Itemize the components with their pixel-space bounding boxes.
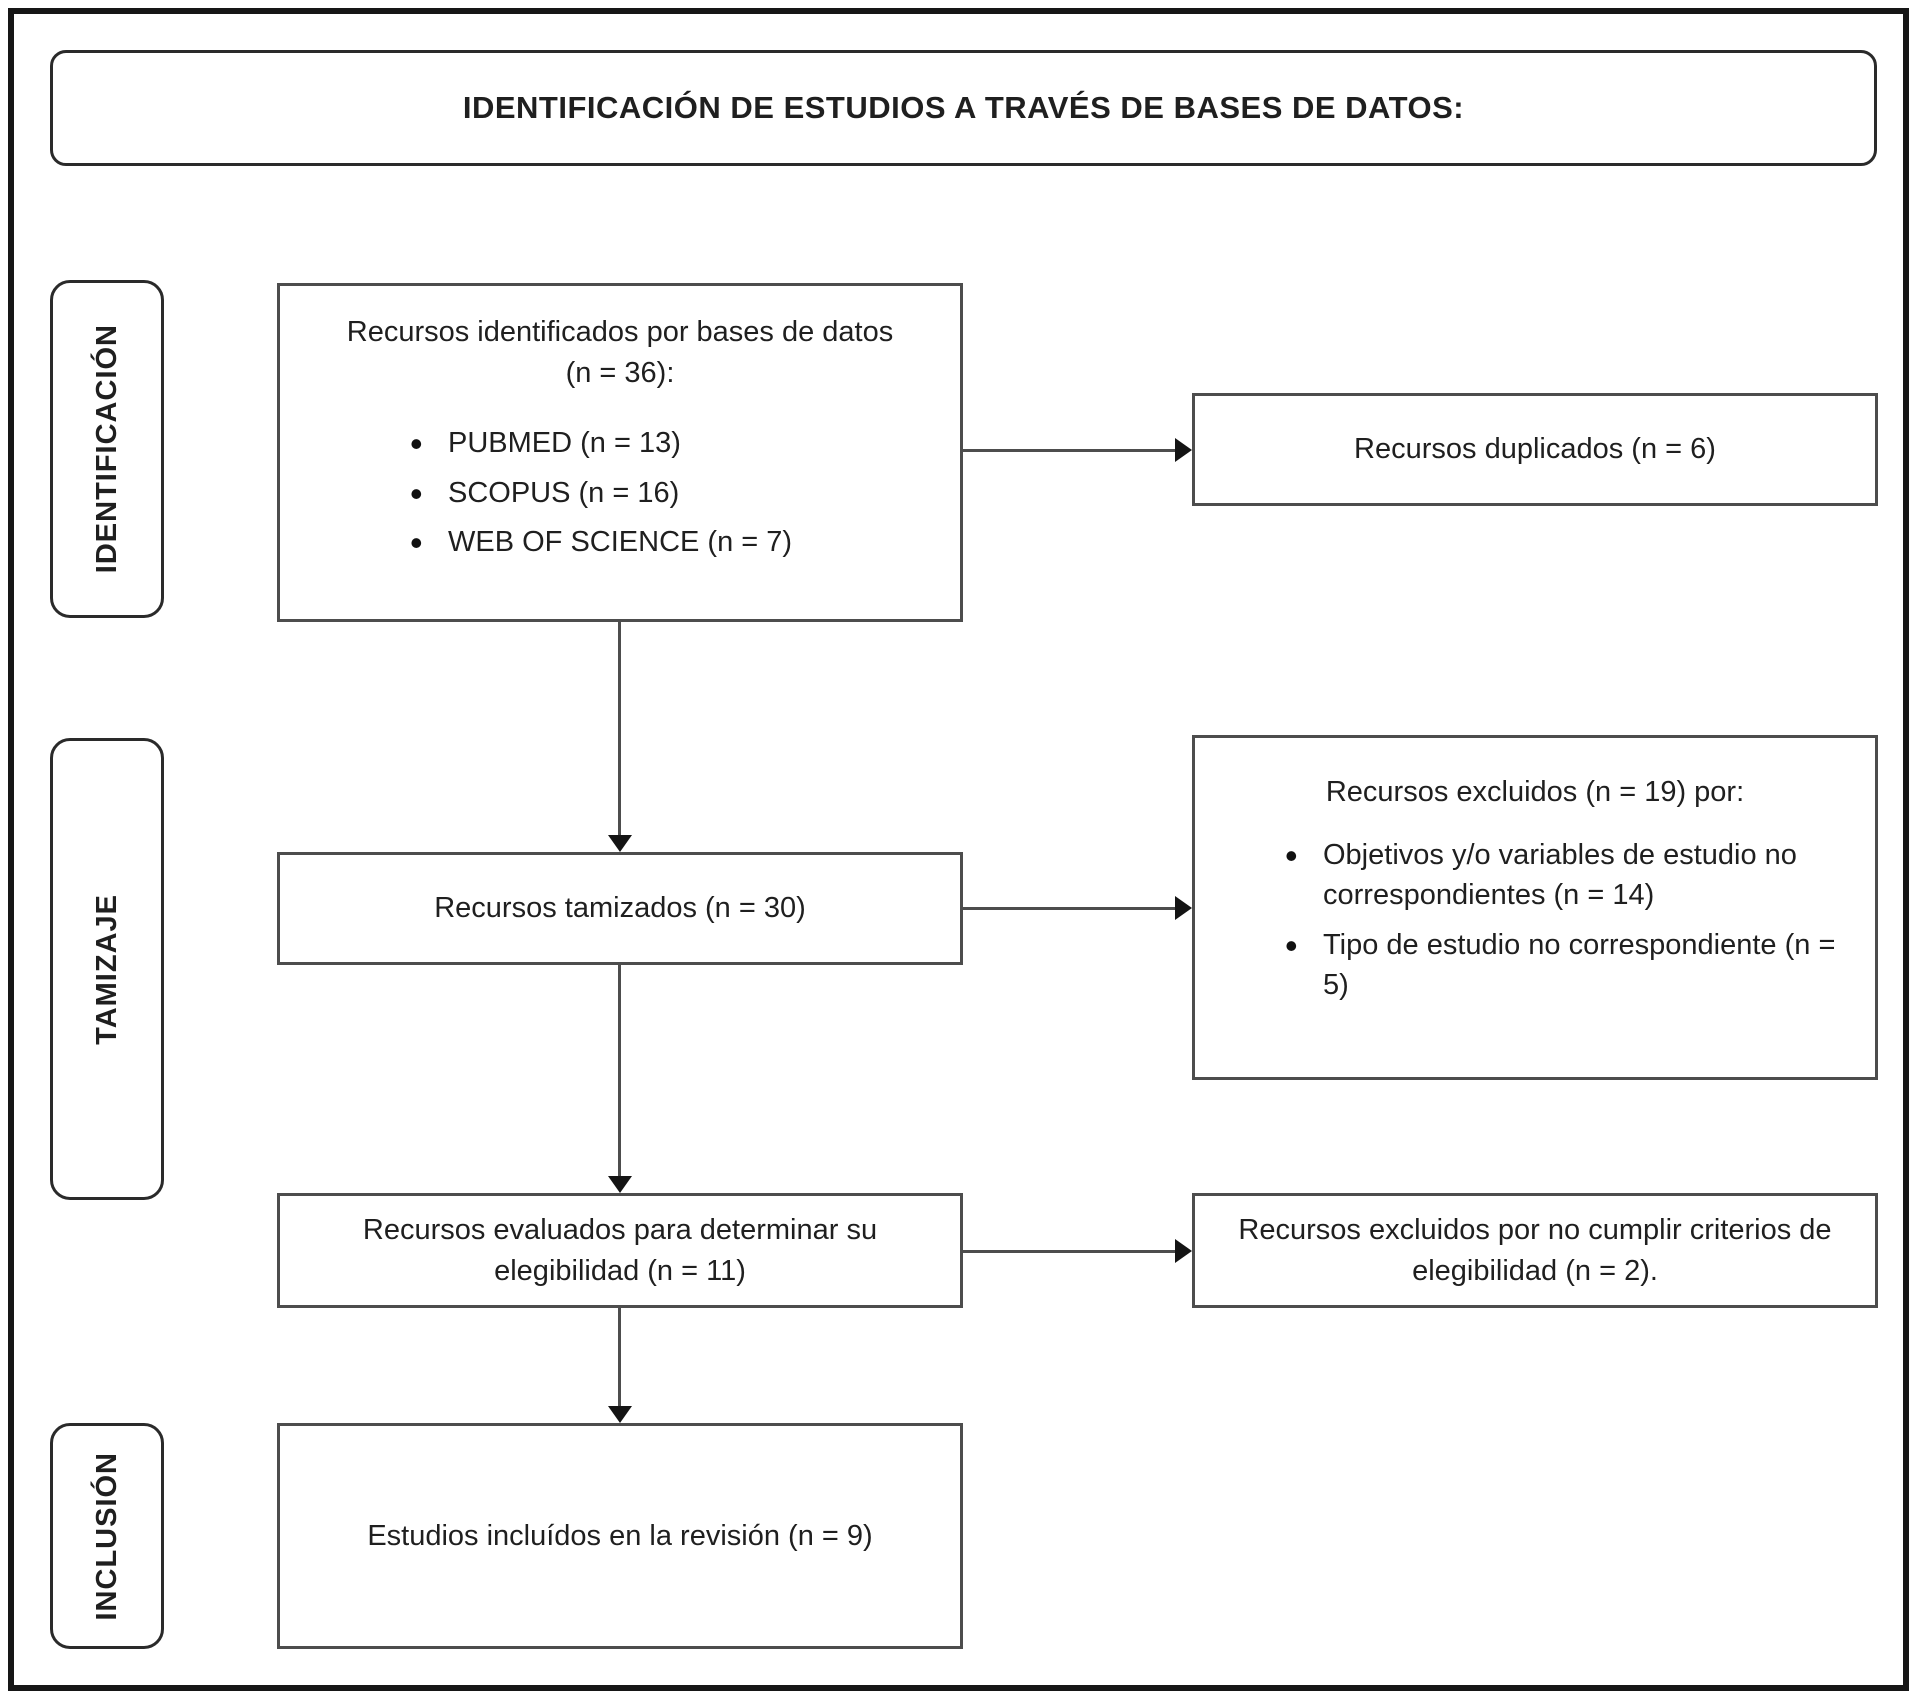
stage-screening-label: TAMIZAJE	[90, 893, 123, 1045]
arrow-right-icon	[1175, 896, 1192, 920]
diagram-title: IDENTIFICACIÓN DE ESTUDIOS A TRAVÉS DE B…	[462, 90, 1465, 125]
box-screened-records: Recursos tamizados (n = 30)	[277, 852, 963, 965]
box-excluded-screening-bullet-list: Objetivos y/o variables de estudio no co…	[1221, 831, 1849, 1006]
arrow-down-icon	[608, 835, 632, 852]
arrow-eligibility-to-included-line	[618, 1308, 621, 1407]
box-screened-text: Recursos tamizados (n = 30)	[434, 892, 806, 925]
diagram-title-box: IDENTIFICACIÓN DE ESTUDIOS A TRAVÉS DE B…	[50, 50, 1877, 166]
box-duplicates-text: Recursos duplicados (n = 6)	[1354, 433, 1716, 466]
box-identified-heading: Recursos identificados por bases de dato…	[346, 316, 894, 348]
box-eligibility-assessed: Recursos evaluados para determinar su el…	[277, 1193, 963, 1308]
box-excluded-screening: Recursos excluidos (n = 19) por: Objetiv…	[1192, 735, 1878, 1080]
arrow-screened-to-eligibility-line	[618, 965, 621, 1177]
box-eligibility-text: Recursos evaluados para determinar su el…	[362, 1213, 878, 1287]
box-duplicate-records: Recursos duplicados (n = 6)	[1192, 393, 1878, 506]
bullet-study-type: Tipo de estudio no correspondiente (n = …	[1285, 921, 1849, 1006]
box-identified-bullet-list: PUBMED (n = 13) SCOPUS (n = 16) WEB OF S…	[300, 419, 940, 568]
arrow-identified-to-screened-line	[618, 622, 621, 837]
box-included-studies: Estudios incluídos en la revisión (n = 9…	[277, 1423, 963, 1649]
box-excluded-screening-heading: Recursos excluidos (n = 19) por:	[1325, 776, 1745, 808]
box-identified-records: Recursos identificados por bases de dato…	[277, 283, 963, 622]
box-excluded-eligibility-text: Recursos excluidos por no cumplir criter…	[1238, 1213, 1832, 1287]
stage-inclusion-label: INCLUSIÓN	[90, 1451, 123, 1621]
bullet-objectives-variables: Objetivos y/o variables de estudio no co…	[1285, 831, 1849, 916]
bullet-pubmed: PUBMED (n = 13)	[410, 419, 940, 469]
stage-screening: TAMIZAJE	[50, 738, 164, 1200]
arrow-screened-to-excluded-line	[962, 907, 1176, 910]
bullet-web-of-science: WEB OF SCIENCE (n = 7)	[410, 518, 940, 568]
stage-identification-label: IDENTIFICACIÓN	[90, 324, 123, 574]
stage-inclusion: INCLUSIÓN	[50, 1423, 164, 1649]
arrow-right-icon	[1175, 438, 1192, 462]
box-excluded-eligibility: Recursos excluidos por no cumplir criter…	[1192, 1193, 1878, 1308]
box-included-text: Estudios incluídos en la revisión (n = 9…	[367, 1519, 873, 1552]
arrow-eligibility-to-excluded-line	[962, 1250, 1176, 1253]
arrow-identified-to-duplicates-line	[963, 449, 1176, 452]
arrow-right-icon	[1175, 1239, 1192, 1263]
arrow-down-icon	[608, 1406, 632, 1423]
stage-identification: IDENTIFICACIÓN	[50, 280, 164, 618]
bullet-scopus: SCOPUS (n = 16)	[410, 469, 940, 519]
box-identified-count: (n = 36):	[565, 356, 675, 389]
arrow-down-icon	[608, 1176, 632, 1193]
